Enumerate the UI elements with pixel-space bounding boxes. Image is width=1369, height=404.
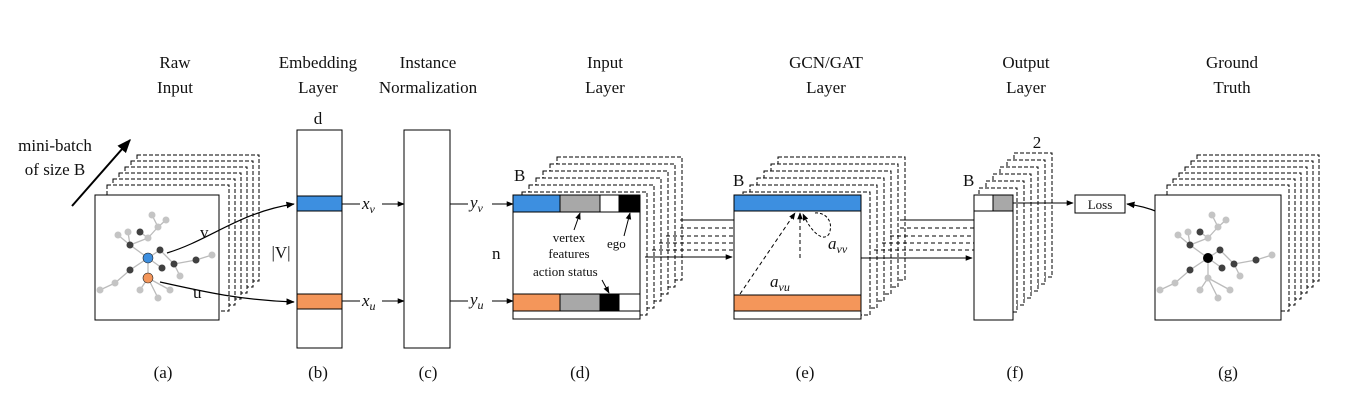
embedding-dim-label: d xyxy=(314,109,323,128)
input-row-v-status xyxy=(599,194,620,213)
panel-label-f: (f) xyxy=(1007,363,1024,382)
header-input-2: Layer xyxy=(585,78,625,97)
input-row-u-features xyxy=(559,293,601,312)
u-to-embedding-arrow xyxy=(159,281,295,306)
output-row-v-cell1 xyxy=(973,194,994,212)
minibatch-arrow xyxy=(71,138,131,207)
loss-box xyxy=(1074,194,1126,214)
gcn-to-output-connections xyxy=(861,219,974,261)
output-layer-frame xyxy=(973,194,1014,321)
panel-label-g: (g) xyxy=(1218,363,1238,382)
header-input-1: Input xyxy=(587,53,623,72)
header-truth-1: Ground xyxy=(1206,53,1258,72)
header-embedding-1: Embedding xyxy=(279,53,358,72)
header-output-2: Layer xyxy=(1006,78,1046,97)
panel-label-c: (c) xyxy=(419,363,438,382)
output-row-v-cell2 xyxy=(992,194,1014,212)
xu-label: xu xyxy=(361,291,376,313)
batch-label-output: B xyxy=(963,171,974,190)
embedding-matrix xyxy=(296,129,343,349)
attention-vv-loop xyxy=(802,212,831,238)
minibatch-label-2: of size B xyxy=(25,160,85,179)
vertex-features-pointer xyxy=(573,212,581,231)
ego-pointer xyxy=(623,212,632,237)
input-row-u-status xyxy=(599,293,620,312)
embedding-row-u xyxy=(296,293,343,310)
input-to-gcn-connections xyxy=(645,219,734,260)
input-row-u-embedding xyxy=(512,293,561,312)
gcn-row-v xyxy=(733,194,862,212)
instance-norm-block xyxy=(403,129,451,349)
header-embedding-2: Layer xyxy=(298,78,338,97)
node-u-label: u xyxy=(193,283,202,302)
input-row-v-features xyxy=(559,194,601,213)
vertex-features-label-2: features xyxy=(548,246,589,261)
minibatch-label-1: mini-batch xyxy=(18,136,92,155)
header-raw-2: Input xyxy=(157,78,193,97)
num-nodes-label: n xyxy=(492,244,501,263)
vocab-size-label: |V| xyxy=(271,243,290,262)
loss-label: Loss xyxy=(1088,197,1113,212)
xv-label: xv xyxy=(361,194,376,216)
attention-vu-arrow xyxy=(739,212,796,295)
avv-label: avv xyxy=(828,234,848,256)
avu-label: avu xyxy=(770,272,790,294)
v-to-embedding-arrow xyxy=(166,201,295,254)
ego-label: ego xyxy=(607,236,626,251)
panel-label-b: (b) xyxy=(308,363,328,382)
node-v-label: v xyxy=(200,223,209,242)
raw-input-graph xyxy=(96,211,216,302)
panel-label-e: (e) xyxy=(796,363,815,382)
header-raw-1: Raw xyxy=(159,53,191,72)
gcn-row-u xyxy=(733,294,862,312)
embedding-row-v xyxy=(296,195,343,212)
header-norm-1: Instance xyxy=(400,53,457,72)
header-gcn-2: Layer xyxy=(806,78,846,97)
batch-label-gcn: B xyxy=(733,171,744,190)
panel-label-d: (d) xyxy=(570,363,590,382)
action-status-pointer xyxy=(601,279,610,294)
action-status-label: action status xyxy=(533,264,598,279)
ground-truth-graph xyxy=(1156,211,1276,302)
input-row-v-embedding xyxy=(512,194,561,213)
yu-label: yu xyxy=(468,290,484,312)
header-output-1: Output xyxy=(1002,53,1050,72)
header-gcn-1: GCN/GAT xyxy=(789,53,863,72)
panel-label-a: (a) xyxy=(154,363,173,382)
header-truth-2: Truth xyxy=(1213,78,1251,97)
batch-label-input: B xyxy=(514,166,525,185)
vertex-features-label-1: vertex xyxy=(553,230,586,245)
output-dim-label: 2 xyxy=(1033,133,1042,152)
input-row-v-ego xyxy=(618,194,641,213)
header-norm-2: Normalization xyxy=(379,78,478,97)
yv-label: yv xyxy=(468,193,484,215)
input-row-u-ego xyxy=(618,293,641,312)
